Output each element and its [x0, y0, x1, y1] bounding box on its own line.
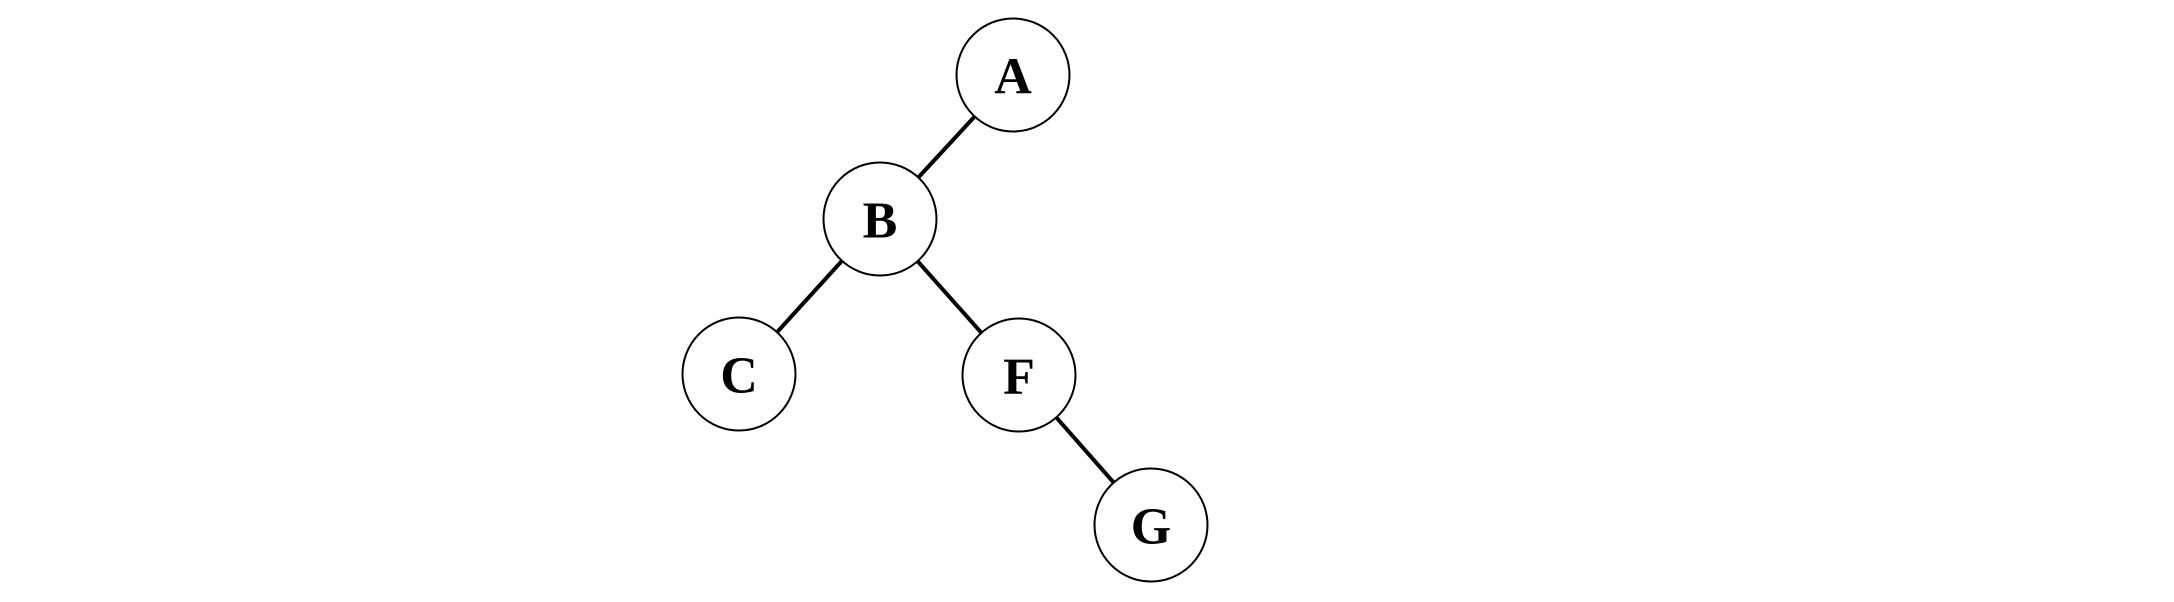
- node-label-F: F: [1003, 349, 1035, 406]
- node-circle-F: [961, 317, 1077, 433]
- node-label-G: G: [1131, 499, 1171, 556]
- node-label-C: C: [720, 348, 758, 405]
- node-circle-C: [681, 316, 797, 432]
- node-circle-B: [822, 161, 938, 277]
- node-circle-G: [1093, 467, 1209, 583]
- node-label-B: B: [863, 193, 898, 250]
- node-label-A: A: [994, 49, 1032, 106]
- node-circle-A: [955, 17, 1071, 133]
